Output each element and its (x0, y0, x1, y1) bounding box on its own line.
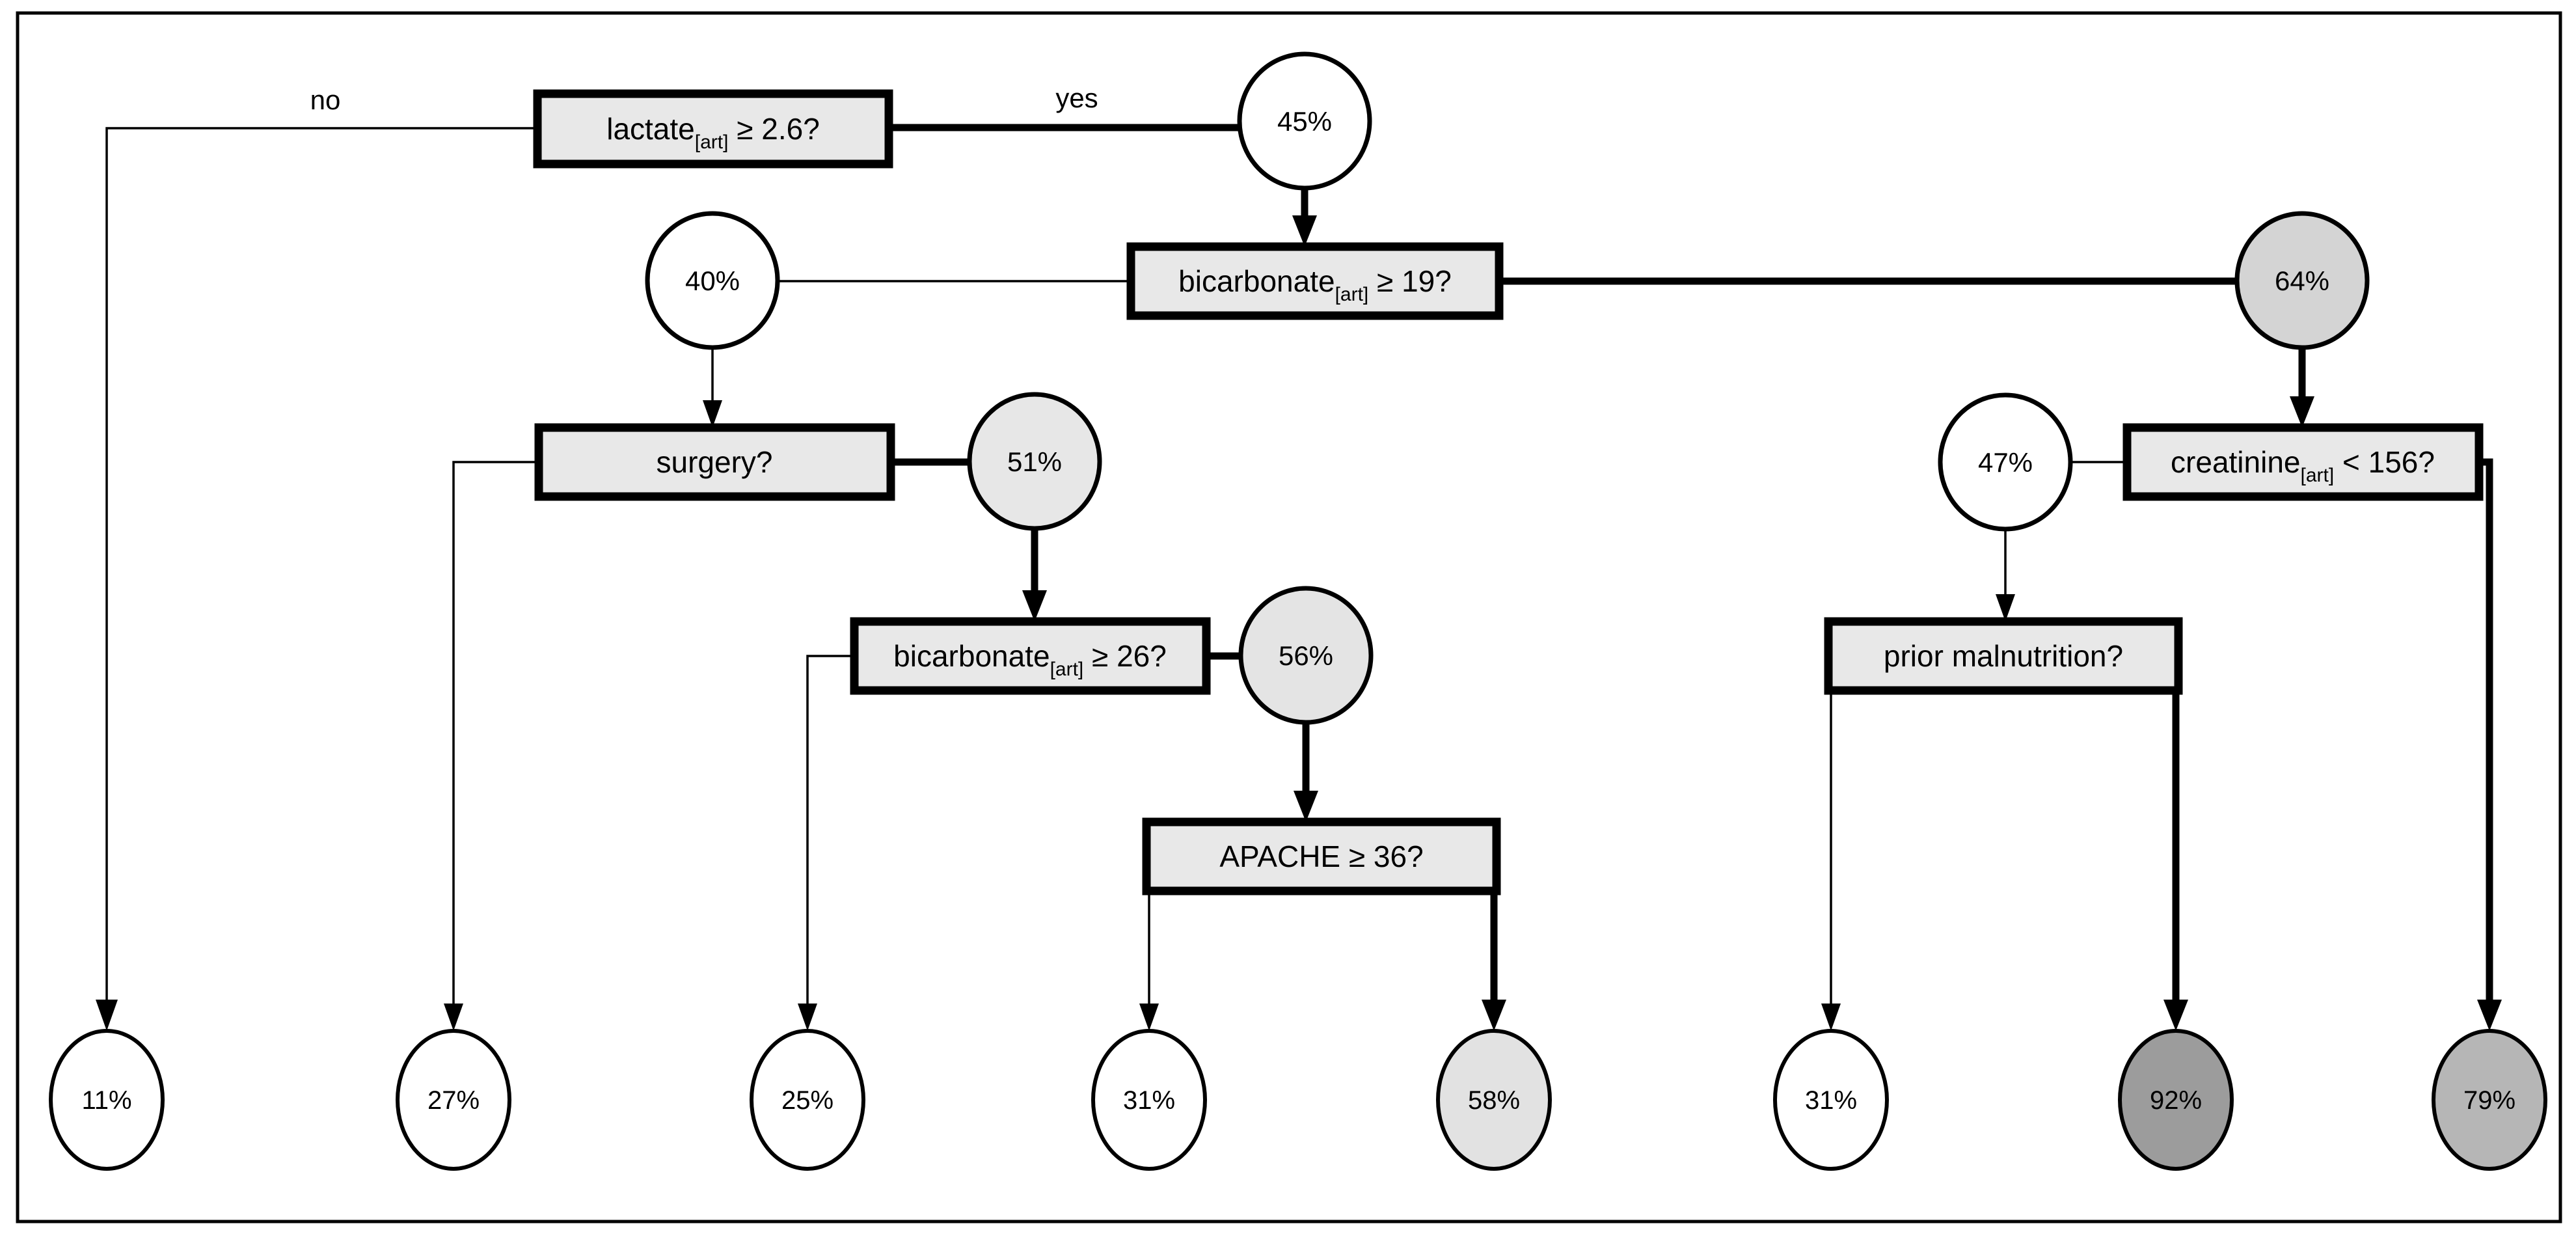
question-box-lactate (533, 89, 893, 169)
leaf-label-25: 25% (781, 1086, 834, 1115)
leaf-label-31b: 31% (1805, 1086, 1857, 1115)
question-box-apache (1142, 817, 1501, 895)
arrowhead-leaf27 (444, 1004, 463, 1031)
leaf-node-27 (396, 1029, 511, 1171)
prob-label-40: 40% (685, 266, 740, 296)
branch-label-no: no (310, 85, 341, 115)
leaf-node-92 (2118, 1029, 2234, 1171)
leaf-node-31a (1091, 1029, 1207, 1171)
question-label-lactate: lactate[art] ≥ 2.6? (606, 112, 820, 153)
arrowhead-creatinine (2290, 396, 2314, 428)
question-box-malnutrition (1824, 617, 2183, 695)
leaf-node-25 (750, 1029, 865, 1171)
leaf-nodes: 11% 27% 25% 31% 58% 31% 92% 79% (49, 1029, 2547, 1171)
question-label-creatinine: creatinine[art] < 156? (2171, 445, 2435, 486)
question-label-apache: APACHE ≥ 36? (1219, 840, 1423, 873)
edge-creatinine-yes (2478, 458, 2493, 1002)
arrowhead-leaf79 (2477, 1000, 2502, 1031)
question-label-bicarbonate19: bicarbonate[art] ≥ 19? (1178, 264, 1452, 305)
arrowhead-bicarbonate26 (1022, 590, 1047, 622)
question-label-surgery: surgery? (657, 445, 773, 479)
leaf-node-31b (1773, 1029, 1889, 1171)
prob-label-47: 47% (1978, 447, 2033, 478)
question-box-surgery (534, 423, 895, 501)
probability-nodes: 45% 40% 64% 51% 47% 56% (645, 51, 2370, 725)
prob-node-47 (1938, 392, 2073, 532)
arrowhead-leaf11 (96, 1000, 118, 1031)
leaf-label-11: 11% (81, 1086, 131, 1115)
prob-node-64 (2234, 211, 2370, 350)
question-box-creatinine (2122, 423, 2484, 501)
branch-label-yes: yes (1055, 83, 1098, 113)
edge-bicarbonate26-no (806, 655, 854, 1006)
tree-edges (96, 124, 2502, 1031)
arrowhead-leaf31b (1821, 1004, 1841, 1031)
leaf-label-79: 79% (2463, 1086, 2515, 1115)
leaf-label-92: 92% (2150, 1086, 2202, 1115)
leaf-node-11 (49, 1029, 165, 1171)
question-label-malnutrition: prior malnutrition? (1884, 639, 2123, 673)
prob-label-51: 51% (1007, 446, 1062, 477)
arrowhead-leaf92 (2163, 1000, 2188, 1031)
leaf-label-31a: 31% (1123, 1086, 1175, 1115)
prob-label-45: 45% (1277, 106, 1332, 137)
prob-node-51 (967, 392, 1102, 531)
figure-border (16, 11, 2562, 1223)
arrowhead-malnutrition (1996, 594, 2015, 622)
question-label-bicarbonate26: bicarbonate[art] ≥ 26? (893, 639, 1167, 680)
arrowhead-apache (1294, 791, 1318, 822)
prob-label-56: 56% (1279, 640, 1333, 671)
arrowhead-surgery (703, 400, 722, 428)
leaf-label-58: 58% (1468, 1086, 1520, 1115)
leaf-node-58 (1436, 1029, 1552, 1171)
arrowhead-leaf25 (798, 1004, 817, 1031)
arrowhead-leaf58 (1482, 1000, 1506, 1031)
prob-node-56 (1238, 586, 1374, 725)
prob-node-45 (1237, 51, 1372, 191)
leaf-label-27: 27% (427, 1086, 480, 1115)
leaf-node-79 (2432, 1029, 2547, 1171)
arrowhead-bicarbonate19 (1292, 215, 1317, 247)
question-nodes: lactate[art] ≥ 2.6? bicarbonate[art] ≥ 1… (533, 89, 2484, 895)
edge-surgery-no (452, 461, 539, 1006)
question-box-bicarbonate26 (850, 617, 1211, 695)
question-box-bicarbonate19 (1126, 242, 1504, 320)
prob-node-40 (645, 211, 780, 350)
arrowhead-leaf31a (1139, 1004, 1159, 1031)
prob-label-64: 64% (2275, 266, 2329, 296)
edge-lactate-no (105, 127, 537, 1002)
